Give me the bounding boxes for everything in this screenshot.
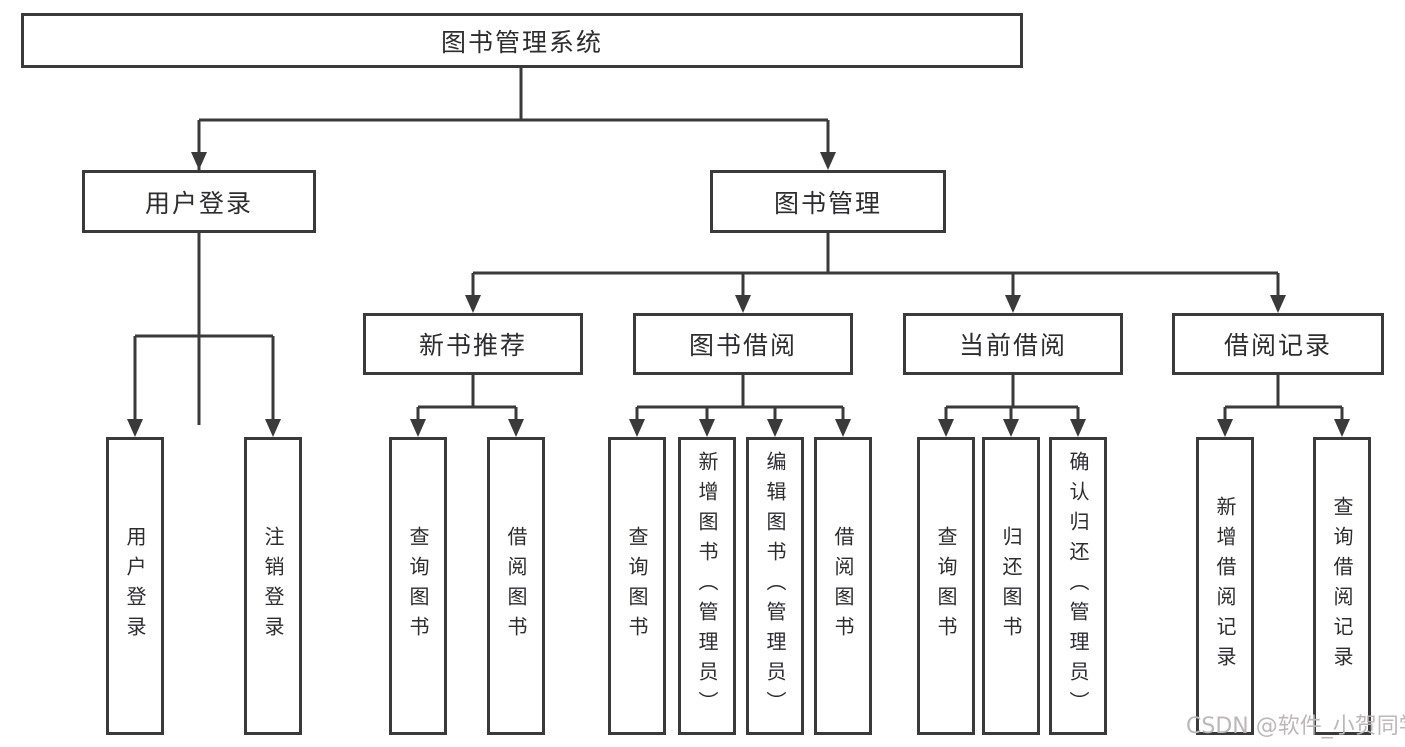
arrow-down-icon	[1334, 419, 1350, 437]
node-label: 借阅记录	[1223, 331, 1332, 360]
node-user-login: 用户登录	[82, 170, 316, 233]
arrow-down-icon	[1070, 419, 1086, 437]
connector-current-to-leaves	[944, 375, 1080, 425]
leaf-label: 查询借阅记录	[1330, 496, 1354, 676]
leaf-query-books-recommendation: 查询图书	[389, 437, 447, 735]
node-root-system: 图书管理系统	[21, 13, 1023, 68]
leaf-label: 新增图书（管理员）	[695, 451, 719, 721]
leaf-borrow-books-recommendation: 借阅图书	[487, 437, 545, 735]
leaf-label: 归还图书	[999, 526, 1023, 646]
node-label: 图书借阅	[688, 331, 797, 360]
arrow-down-icon	[735, 295, 751, 313]
leaf-label: 借阅图书	[504, 526, 528, 646]
leaf-label: 查询图书	[406, 526, 430, 646]
arrow-down-icon	[465, 295, 481, 313]
arrow-down-icon	[699, 419, 715, 437]
node-current-borrowing: 当前借阅	[903, 313, 1123, 375]
node-book-borrowing: 图书借阅	[633, 313, 853, 375]
leaf-query-books-borrowing: 查询图书	[608, 437, 666, 735]
arrow-down-icon	[1217, 419, 1233, 437]
leaf-return-books: 归还图书	[982, 437, 1040, 735]
connector-borrowing-to-leaves	[635, 375, 845, 425]
leaf-edit-books-admin: 编辑图书（管理员）	[746, 437, 804, 735]
node-label: 图书管理	[773, 188, 882, 218]
connector-records-to-leaves	[1223, 375, 1344, 425]
leaf-user-login: 用户登录	[106, 437, 164, 735]
node-book-management: 图书管理	[710, 170, 946, 233]
connector-mgmt-to-level3	[471, 233, 1280, 301]
node-label: 图书管理系统	[440, 27, 603, 57]
node-label: 新书推荐	[418, 331, 527, 360]
arrow-down-icon	[1003, 419, 1019, 437]
node-new-book-recommendation: 新书推荐	[363, 313, 583, 375]
leaf-label: 查询图书	[934, 526, 958, 646]
arrow-down-icon	[1005, 295, 1021, 313]
arrow-down-icon	[1270, 295, 1286, 313]
leaf-label: 查询图书	[625, 526, 649, 646]
leaf-query-borrowing-record: 查询借阅记录	[1313, 437, 1371, 735]
arrow-down-icon	[938, 419, 954, 437]
arrow-down-icon	[410, 419, 426, 437]
arrow-down-icon	[265, 419, 281, 437]
arrow-down-icon	[767, 419, 783, 437]
leaf-label: 借阅图书	[831, 526, 855, 646]
node-borrowing-records: 借阅记录	[1172, 313, 1384, 375]
arrow-down-icon	[191, 152, 207, 170]
arrow-down-icon	[629, 419, 645, 437]
arrowhead-icons	[127, 152, 1350, 437]
leaf-logout: 注销登录	[244, 437, 302, 735]
csdn-watermark: CSDN @软件_小贺同学	[1186, 714, 1405, 739]
arrow-down-icon	[835, 419, 851, 437]
leaf-borrow-books: 借阅图书	[814, 437, 872, 735]
leaf-label: 编辑图书（管理员）	[763, 451, 787, 721]
connector-recommend-to-leaves	[416, 375, 518, 425]
arrow-down-icon	[820, 152, 836, 170]
leaf-label: 注销登录	[261, 526, 285, 646]
leaf-label: 确认归还（管理员）	[1066, 451, 1090, 721]
node-label: 当前借阅	[958, 331, 1067, 360]
leaf-label: 新增借阅记录	[1213, 496, 1237, 676]
connector-root-to-level2	[197, 68, 830, 425]
leaf-confirm-return-admin: 确认归还（管理员）	[1049, 437, 1107, 735]
connector-login-to-leaves	[133, 233, 275, 425]
arrow-down-icon	[127, 419, 143, 437]
leaf-add-books-admin: 新增图书（管理员）	[678, 437, 736, 735]
arrow-down-icon	[508, 419, 524, 437]
leaf-query-books-current: 查询图书	[917, 437, 975, 735]
leaf-add-borrowing-record: 新增借阅记录	[1196, 437, 1254, 735]
node-label: 用户登录	[144, 188, 253, 218]
leaf-label: 用户登录	[123, 526, 147, 646]
